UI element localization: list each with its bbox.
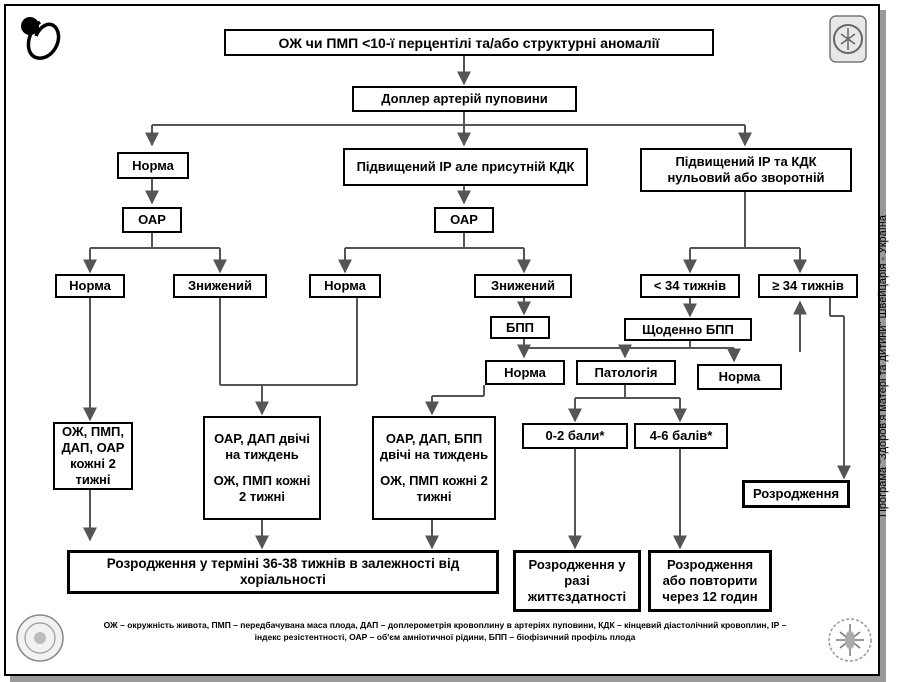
box-umbilical-doppler: Доплер артерій пуповини xyxy=(352,86,577,112)
abbreviations-footnote: ОЖ – окружність живота, ПМП – передбачув… xyxy=(103,620,787,642)
box-delivery-36-38-weeks: Розродження у терміні 36-38 тижнів в зал… xyxy=(67,550,499,594)
box-ip-raised-edf-present: Підвищений ІР але присутній КДК xyxy=(343,148,588,186)
program-caption: Програма "Здоров'я матері та дитини" Шве… xyxy=(877,214,890,518)
box-monitor-twice-weekly-b: ОАР, ДАП, БПП двічі на тиждень ОЖ, ПМП к… xyxy=(372,416,496,520)
box-score-0-2: 0-2 бали* xyxy=(522,423,628,449)
box-delivery-right: Розродження xyxy=(742,480,850,508)
box-score-4-6: 4-6 балів* xyxy=(634,423,728,449)
box-delivery-or-repeat: Розродження або повторити через 12 годин xyxy=(648,550,772,612)
box-afv-mid: ОАР xyxy=(434,207,494,233)
box-afv-reduced-a: Знижений xyxy=(173,274,267,298)
seal-right-icon xyxy=(828,618,872,662)
box-ip-raised-edf-absent: Підвищений ІР та КДК нульовий або зворот… xyxy=(640,148,852,192)
box-delivery-if-viable: Розродження у разі життєздатності xyxy=(513,550,641,612)
monitor-afv-doppler: ОАР, ДАП двічі на тиждень xyxy=(214,431,310,462)
monitor-ac-efw-b: ОЖ, ПМП кожні 2 тижні xyxy=(380,473,488,504)
monitor-afv-doppler-bpp: ОАР, ДАП, БПП двічі на тиждень xyxy=(379,431,489,462)
program-sidebar: Програма "Здоров'я матері та дитини" Шве… xyxy=(874,176,892,556)
seal-left-icon xyxy=(16,614,64,662)
box-daily-bpp-norm: Норма xyxy=(697,364,782,390)
box-afv-left: ОАР xyxy=(122,207,182,233)
ministry-emblem-icon xyxy=(829,15,867,63)
box-bpp: БПП xyxy=(490,316,550,339)
monitor-ac-efw: ОЖ, ПМП кожні 2 тижні xyxy=(213,473,311,504)
box-lt-34-weeks: < 34 тижнів xyxy=(640,274,740,298)
box-bpp-norm: Норма xyxy=(485,360,565,385)
box-afv-norm-a: Норма xyxy=(55,274,125,298)
box-bpp-pathology: Патологія xyxy=(576,360,676,385)
box-ge-34-weeks: ≥ 34 тижнів xyxy=(758,274,858,298)
box-top-criteria: ОЖ чи ПМП <10-ї перцентілі та/або структ… xyxy=(224,29,714,56)
box-daily-bpp: Щоденно БПП xyxy=(624,318,752,341)
box-monitor-every-2-weeks: ОЖ, ПМП, ДАП, ОАР кожні 2 тижні xyxy=(53,422,133,490)
box-afv-norm-b: Норма xyxy=(309,274,381,298)
program-logo xyxy=(21,17,61,60)
box-afv-reduced-b: Знижений xyxy=(474,274,572,298)
box-doppler-norm: Норма xyxy=(117,152,189,179)
box-monitor-twice-weekly-a: ОАР, ДАП двічі на тиждень ОЖ, ПМП кожні … xyxy=(203,416,321,520)
